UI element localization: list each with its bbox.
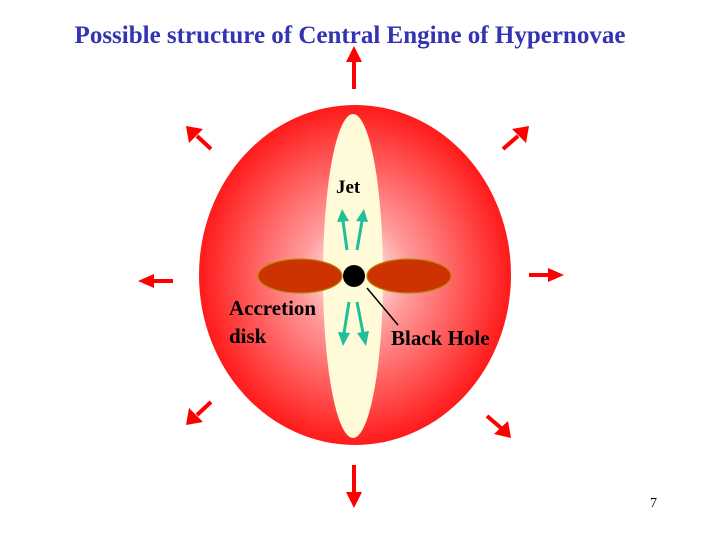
page-number: 7	[650, 496, 657, 511]
explosion-arrow-top	[346, 46, 362, 89]
jet-arrow-up-left	[337, 209, 349, 251]
black-hole-label: Black Hole	[391, 326, 490, 350]
explosion-arrow-right	[529, 268, 564, 282]
accretion-disk-left-lobe	[257, 258, 343, 294]
explosion-arrow-top-right	[501, 126, 529, 151]
explosion-arrow-bottom	[346, 465, 362, 508]
accretion-disk-label-line1: Accretion	[229, 296, 316, 320]
accretion-disk-label-line2: disk	[229, 324, 267, 348]
black-hole-pointer-line	[366, 287, 399, 326]
jet-arrow-down-left	[338, 301, 351, 346]
explosion-arrow-left	[138, 274, 173, 288]
accretion-disk-right-lobe	[366, 258, 452, 294]
explosion-arrow-bottom-left	[186, 400, 213, 425]
explosion-arrow-bottom-right	[485, 414, 511, 438]
jet-arrow-down-right	[355, 301, 369, 346]
jet-label: Jet	[336, 177, 361, 198]
slide-title: Possible structure of Central Engine of …	[74, 22, 626, 49]
jet-arrow-up-right	[355, 209, 368, 251]
explosion-arrow-top-left	[186, 126, 213, 151]
black-hole	[343, 265, 365, 287]
